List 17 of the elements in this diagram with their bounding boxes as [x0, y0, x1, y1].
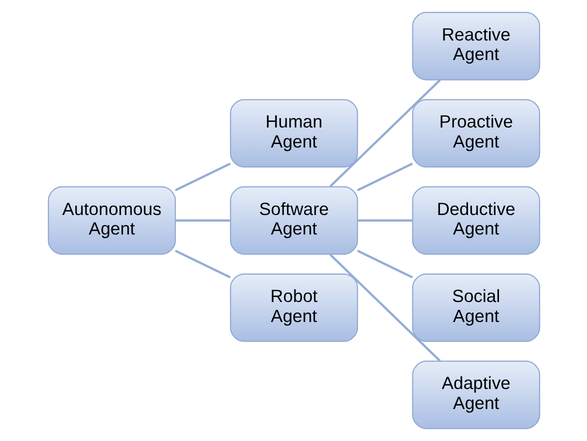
connector	[328, 79, 440, 188]
node-box: Robot Agent	[229, 273, 358, 342]
connector	[174, 250, 230, 278]
connector	[174, 219, 230, 222]
connector	[357, 219, 412, 222]
connector	[174, 162, 230, 192]
node-box: Human Agent	[229, 99, 358, 168]
node-box: Proactive Agent	[412, 99, 540, 168]
node-box: Reactive Agent	[412, 12, 540, 80]
connector	[328, 254, 440, 362]
node-box: Adaptive Agent	[412, 360, 540, 430]
connector	[356, 162, 412, 192]
node-box: Deductive Agent	[412, 186, 540, 255]
connector	[356, 250, 412, 278]
node-box: Autonomous Agent	[47, 186, 176, 255]
node-box: Software Agent	[229, 186, 358, 255]
node-box: Social Agent	[412, 273, 540, 342]
